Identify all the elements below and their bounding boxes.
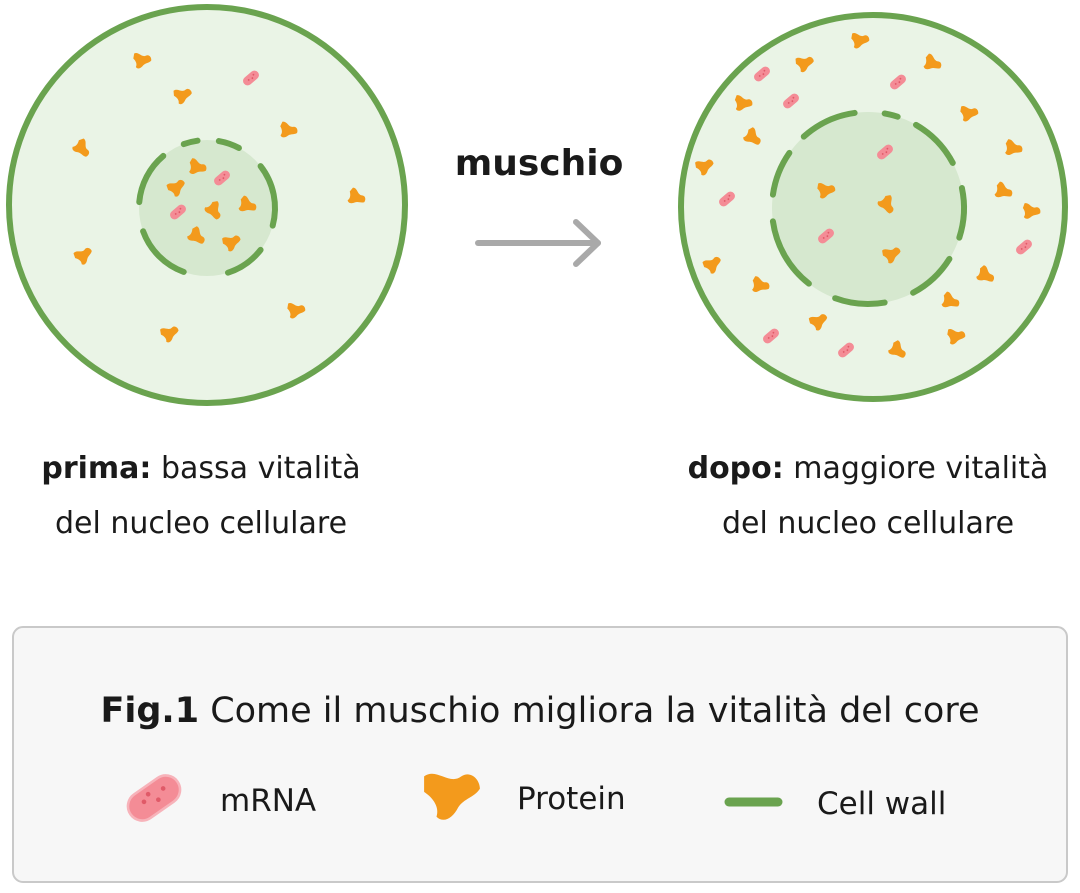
nucleus-wall-segment <box>257 163 278 229</box>
after-label-line1: dopo: maggiore vitalità <box>688 451 1049 486</box>
legend-protein-icon <box>424 773 480 820</box>
legend-protein-label: Protein <box>517 781 626 817</box>
protein-marker <box>280 121 298 138</box>
protein-marker <box>947 329 966 345</box>
protein-marker <box>1005 139 1023 155</box>
nucleus-wall-segment <box>769 149 793 198</box>
figure-label: Fig.1 <box>100 691 199 731</box>
protein-marker <box>994 181 1013 198</box>
mrna-group-after <box>719 66 1032 358</box>
mrna-marker <box>877 144 893 160</box>
figure-caption-text: Come il muschio migliora la vitalità del… <box>199 691 979 731</box>
protein-marker <box>287 303 306 319</box>
mrna-marker <box>754 66 770 82</box>
protein-marker <box>923 53 942 70</box>
nucleus-wall-segment <box>140 228 187 275</box>
mrna-marker <box>719 191 735 207</box>
protein-marker <box>1022 203 1041 219</box>
protein-marker <box>166 179 185 197</box>
protein-marker <box>882 247 901 264</box>
transition-arrow <box>475 219 601 267</box>
after-label-line2: del nucleo cellulare <box>722 506 1014 541</box>
nucleus-wall-segment <box>769 218 812 287</box>
nucleus-wall-before <box>136 137 278 276</box>
before-label-prefix: prima: <box>41 451 151 486</box>
protein-marker <box>73 247 92 265</box>
mrna-marker <box>783 93 799 109</box>
before-label-text: bassa vitalità <box>151 451 360 486</box>
nucleus-wall-segment <box>136 152 167 206</box>
mrna-marker <box>838 342 854 358</box>
cell-before <box>6 4 408 406</box>
figure-caption: Fig.1 Come il muschio migliora la vitali… <box>100 691 979 731</box>
legend-cell-wall-label: Cell wall <box>817 786 946 822</box>
nucleus-wall-segment <box>225 246 264 276</box>
nucleus-wall-segment <box>910 255 953 296</box>
before-label-line2: del nucleo cellulare <box>55 506 347 541</box>
protein-marker <box>976 265 995 282</box>
cell-after <box>678 12 1068 402</box>
nucleus-wall-segment <box>881 110 901 120</box>
mrna-marker <box>170 204 186 220</box>
protein-marker <box>743 127 761 145</box>
protein-marker <box>808 314 828 331</box>
after-label-text: maggiore vitalità <box>784 451 1049 486</box>
protein-marker <box>888 340 906 358</box>
protein-marker <box>160 326 179 343</box>
nucleus-wall-segment <box>832 295 888 307</box>
legend-mrna-icon <box>126 774 182 822</box>
protein-marker <box>222 235 241 252</box>
mrna-marker <box>243 70 259 86</box>
protein-marker <box>187 226 205 244</box>
protein-marker <box>795 56 814 73</box>
nucleus-wall-segment <box>800 109 858 140</box>
mrna-marker <box>890 74 906 90</box>
mrna-marker <box>214 170 230 186</box>
nucleus-after <box>772 112 964 304</box>
nucleus-wall-segment <box>913 121 956 166</box>
nucleus-wall-segment <box>180 137 201 148</box>
nucleus-wall-after <box>769 109 967 307</box>
protein-marker <box>347 187 366 204</box>
arrow-label: muschio <box>455 143 624 184</box>
protein-marker <box>752 276 770 292</box>
legend-mrna-label: mRNA <box>220 783 316 819</box>
nucleus-wall-segment <box>215 138 242 151</box>
nucleus-wall-segment <box>956 185 967 241</box>
protein-marker <box>204 201 221 220</box>
protein-marker <box>734 95 753 111</box>
protein-marker <box>695 159 714 176</box>
protein-group-before <box>72 53 366 343</box>
protein-marker <box>817 183 836 199</box>
mrna-group-before <box>170 70 259 220</box>
protein-marker <box>877 195 894 214</box>
protein-group-after <box>695 33 1041 358</box>
mrna-marker <box>818 228 834 244</box>
protein-marker <box>72 138 90 157</box>
protein-marker <box>133 53 152 69</box>
protein-marker <box>941 291 960 308</box>
protein-marker <box>960 106 979 122</box>
protein-marker <box>173 88 192 105</box>
protein-marker <box>702 256 721 274</box>
mrna-marker <box>763 328 779 344</box>
legend-box: Fig.1 Come il muschio migliora la vitali… <box>12 626 1068 883</box>
protein-marker <box>238 195 257 212</box>
protein-marker <box>851 33 870 49</box>
after-label-prefix: dopo: <box>688 451 784 486</box>
before-label-line1: prima: bassa vitalità <box>41 451 360 486</box>
mrna-marker <box>1016 239 1032 255</box>
protein-marker <box>189 158 207 174</box>
